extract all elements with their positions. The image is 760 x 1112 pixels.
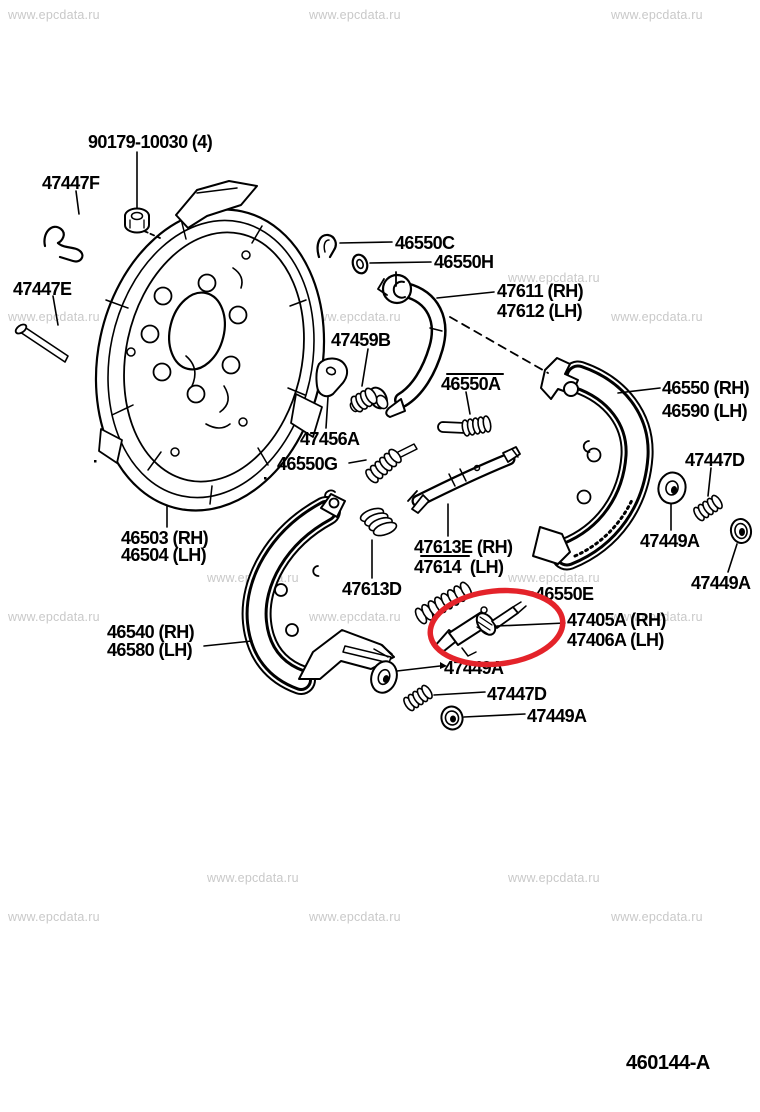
watermark: www.epcdata.ru xyxy=(8,910,100,924)
drawing-number: 460144-A xyxy=(626,1052,710,1074)
watermark: www.epcdata.ru xyxy=(611,910,703,924)
part-label-46550c: 46550C xyxy=(395,233,455,253)
part-label-47613e-rh: 47613E (RH) xyxy=(414,537,513,557)
part-label-47449a: 47449A xyxy=(691,573,751,593)
watermark: www.epcdata.ru xyxy=(611,310,703,324)
washer-47449a-right-drawing xyxy=(657,471,687,505)
watermark: www.epcdata.ru xyxy=(8,310,100,324)
watermark: www.epcdata.ru xyxy=(611,610,703,624)
watermark: www.epcdata.ru xyxy=(611,8,703,22)
part-label-47614-lh: 47614 (LH) xyxy=(414,557,504,577)
part-label-47447f: 47447F xyxy=(42,173,100,193)
part-label-46540-rh: 46540 (RH) xyxy=(107,622,195,642)
part-label-46590-lh: 46590 (LH) xyxy=(662,401,748,421)
part-label-46550-rh: 46550 (RH) xyxy=(662,378,750,398)
watermark: www.epcdata.ru xyxy=(508,571,600,585)
part-label-47611-rh: 47611 (RH) xyxy=(497,281,584,301)
spring-tube-46550a-drawing xyxy=(437,421,466,434)
washer-47449a-left-drawing xyxy=(370,660,398,694)
watermark: www.epcdata.ru xyxy=(309,910,401,924)
watermark: www.epcdata.ru xyxy=(508,271,600,285)
nut-90179-drawing xyxy=(124,207,150,234)
cup-47449a-bottom-drawing xyxy=(440,705,464,731)
part-label-46550h: 46550H xyxy=(434,252,494,272)
part-label-47459b: 47459B xyxy=(331,330,391,350)
watermark: www.epcdata.ru xyxy=(309,310,401,324)
part-label-46504-lh: 46504 (LH) xyxy=(121,545,207,565)
plate-rim-facets xyxy=(105,218,307,505)
plate-interior-detail xyxy=(185,267,243,429)
watermark: www.epcdata.ru xyxy=(8,8,100,22)
part-label-46550e: 46550E xyxy=(535,584,594,604)
pin-47447e-drawing xyxy=(14,323,69,363)
part-label-46550g: 46550G xyxy=(277,454,338,474)
part-label-47447d: 47447D xyxy=(685,450,745,470)
plate-bolt-holes xyxy=(140,273,248,404)
part-label-47456a: 47456A xyxy=(300,429,360,449)
brake-shoe-right-drawing xyxy=(532,357,654,571)
part-label-47449a: 47449A xyxy=(527,706,587,726)
brake-shoe-left-drawing xyxy=(241,489,395,695)
part-label-47447e: 47447E xyxy=(13,279,72,299)
part-label-90179-10030-4: 90179-10030 (4) xyxy=(88,132,213,152)
part-label-47612-lh: 47612 (LH) xyxy=(497,301,583,321)
stray-dots xyxy=(94,456,301,480)
plate-small-holes xyxy=(126,250,251,457)
shim-47456a-drawing xyxy=(315,357,349,398)
part-label-47449a: 47449A xyxy=(640,531,700,551)
cup-47449a-far-right-drawing xyxy=(729,518,753,544)
dashed-reference-lines xyxy=(143,230,549,374)
backing-plate-drawing xyxy=(94,180,326,512)
parking-brake-lever-drawing xyxy=(377,271,447,418)
part-label-47406a-lh: 47406A (LH) xyxy=(567,630,664,650)
clip-46550c-drawing xyxy=(316,233,337,259)
grommet-46550h-drawing xyxy=(351,253,369,275)
watermark: www.epcdata.ru xyxy=(309,8,401,22)
watermark: www.epcdata.ru xyxy=(8,610,100,624)
part-label-47613d: 47613D xyxy=(342,579,402,599)
part-label-47449a: 47449A xyxy=(444,658,504,678)
part-label-47447d: 47447D xyxy=(487,684,547,704)
adjuster-strut-drawing xyxy=(407,446,521,514)
part-label-46550a: 46550A xyxy=(441,374,501,394)
watermark: www.epcdata.ru xyxy=(508,871,600,885)
part-label-47405a-rh: 47405A (RH) xyxy=(567,610,666,630)
watermark: www.epcdata.ru xyxy=(207,871,299,885)
watermark: www.epcdata.ru xyxy=(309,610,401,624)
part-label-46580-lh: 46580 (LH) xyxy=(107,640,193,660)
clip-47447f-drawing xyxy=(43,225,84,263)
part-label-46503-rh: 46503 (RH) xyxy=(121,528,209,548)
